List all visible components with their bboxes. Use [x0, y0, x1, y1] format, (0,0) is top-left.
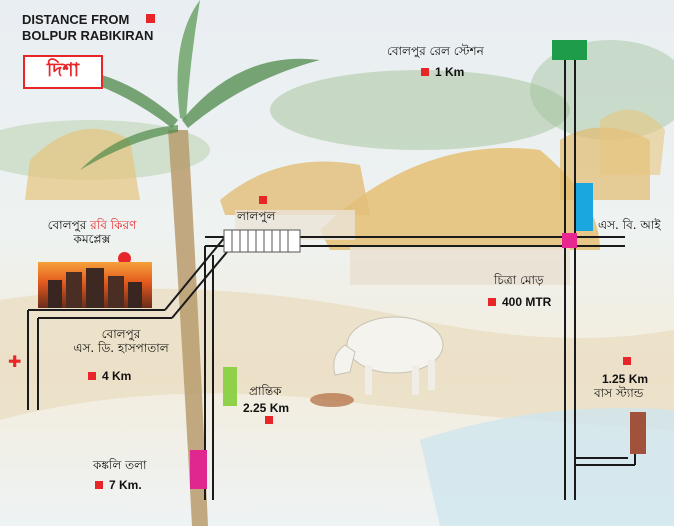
prantik-name: প্রান্তিক [249, 384, 282, 398]
bus-stand-name: বাস স্ট্যান্ড [594, 386, 644, 400]
prantik-distance-value: 2.25 Km [243, 401, 290, 415]
prantik-marker[interactable] [223, 367, 237, 406]
complex-name-prefix: বোলপুর [47, 218, 87, 232]
pond [420, 408, 674, 526]
kankalitala-marker[interactable] [190, 450, 207, 489]
complex-name-suffix: কমপ্লেক্স [73, 231, 111, 246]
complex-buildings-icon [48, 268, 142, 308]
lalpur-bridge [223, 229, 301, 253]
heading-marker-icon [146, 14, 155, 23]
chitra-more-name: চিত্রা মোড় [494, 273, 544, 287]
kankalitala-bullet-icon [95, 481, 103, 489]
bus-stand-distance: 1.25 Km [602, 372, 648, 386]
heading-line-2: BOLPUR RABIKIRAN [22, 28, 154, 44]
lalpur-bullet-icon [259, 196, 267, 204]
road-network [27, 60, 636, 500]
complex-name-highlight: রবি কিরণ [90, 218, 137, 232]
chitra-more-junction-marker[interactable] [562, 233, 577, 248]
map-heading: DISTANCE FROM BOLPUR RABIKIRAN [22, 12, 153, 45]
hospital-name: বোলপুর এস. ডি. হাসপাতাল [56, 327, 186, 356]
bus-stand-marker[interactable] [630, 412, 646, 454]
station-name: বোলপুর রেল স্টেশন [387, 44, 484, 58]
hospital-cross-icon: ✚ [8, 352, 22, 371]
bus-stand-distance-value: 1.25 Km [602, 372, 649, 386]
bus-stand-bullet-icon [623, 357, 631, 365]
kankalitala-distance: 7 Km. [95, 478, 142, 492]
sbi-name: এস. বি. আই [598, 218, 661, 232]
hospital-distance-value: 4 Km [102, 369, 132, 383]
heading-line-1: DISTANCE FROM [22, 12, 130, 27]
station-distance-value: 1 Km [435, 65, 465, 79]
sbi-marker[interactable] [576, 183, 593, 231]
hospital-bullet-icon [88, 372, 96, 380]
hospital-distance: 4 Km [88, 369, 131, 383]
station-marker[interactable] [552, 40, 587, 60]
cow-illustration [310, 316, 444, 407]
station-distance: 1 Km [421, 65, 464, 79]
hospital-name-line-1: বোলপুর [101, 327, 141, 341]
lalpur-name: লালপুল [237, 209, 276, 223]
disha-badge: দিশা [23, 55, 103, 89]
chitra-more-distance-value: 400 MTR [502, 295, 552, 309]
complex-photo [38, 262, 152, 308]
kankalitala-distance-value: 7 Km. [109, 478, 142, 492]
chitra-more-bullet-icon [488, 298, 496, 306]
chitra-more-distance: 400 MTR [488, 295, 551, 309]
complex-location-pin-icon[interactable] [118, 252, 131, 265]
hospital-name-line-2: এস. ডি. হাসপাতাল [73, 340, 169, 355]
palm-tree [40, 0, 320, 526]
kankalitala-name: কঙ্কলি তলা [93, 458, 147, 472]
station-bullet-icon [421, 68, 429, 76]
prantik-distance: 2.25 Km [243, 401, 289, 415]
prantik-bullet-icon [265, 416, 273, 424]
complex-name: বোলপুর রবি কিরণ কমপ্লেক্স [32, 218, 152, 247]
